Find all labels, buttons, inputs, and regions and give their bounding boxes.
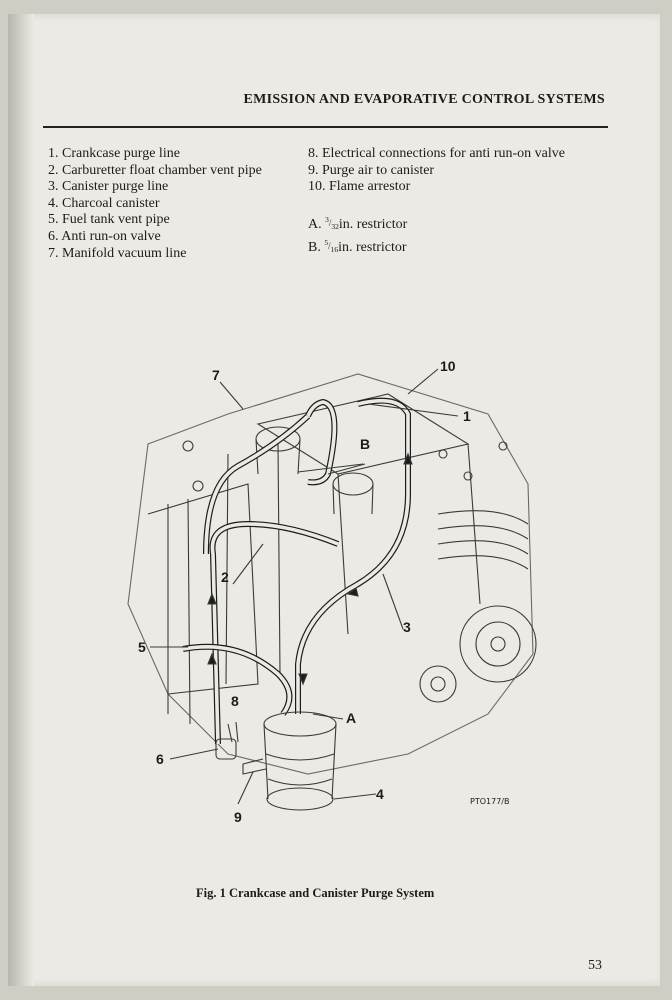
section-title: EMISSION AND EVAPORATIVE CONTROL SYSTEMS xyxy=(243,92,605,107)
page-number: 53 xyxy=(588,958,602,973)
callout-B: B xyxy=(360,436,370,452)
legend-item-8: 8. Electrical connections for anti run-o… xyxy=(308,146,565,161)
callout-6: 6 xyxy=(156,751,164,767)
binding-shadow xyxy=(8,14,34,986)
callout-5: 5 xyxy=(138,639,146,655)
purge-system-diagram: 7 10 1 B 2 3 5 8 A 6 4 9 PTO177/B xyxy=(127,358,537,824)
callout-8: 8 xyxy=(231,693,239,709)
engine-sketch xyxy=(127,368,537,811)
callout-9: 9 xyxy=(234,809,242,824)
figure-caption: Fig. 1 Crankcase and Canister Purge Syst… xyxy=(196,886,435,900)
callout-2: 2 xyxy=(221,569,229,585)
callout-10: 10 xyxy=(440,358,456,374)
legend-item-1: 1. Crankcase purge line xyxy=(48,146,180,161)
legend-restrictor-a: A. 3/32in. restrictor xyxy=(308,214,408,232)
diagram-callouts: 7 10 1 B 2 3 5 8 A 6 4 9 PTO177/B xyxy=(138,358,509,824)
callout-4: 4 xyxy=(376,786,384,802)
header-rule xyxy=(43,126,608,128)
callout-A: A xyxy=(346,710,356,726)
legend-item-3: 3. Canister purge line xyxy=(48,179,169,195)
legend-item-2: 2. Carburetter float chamber vent pipe xyxy=(48,162,262,178)
callout-7: 7 xyxy=(212,367,220,383)
legend-item-7: 7. Manifold vacuum line xyxy=(48,245,187,261)
legend-item-5: 5. Fuel tank vent pipe xyxy=(48,212,170,228)
legend-item-9: 9. Purge air to canister xyxy=(308,162,435,178)
manual-page: EMISSION AND EVAPORATIVE CONTROL SYSTEMS… xyxy=(8,14,660,986)
legend-item-4: 4. Charcoal canister xyxy=(48,195,160,211)
callout-3: 3 xyxy=(403,619,411,635)
legend-right-column: 8. Electrical connections for anti run-o… xyxy=(308,146,565,259)
legend-item-10: 10. Flame arrestor xyxy=(308,179,411,195)
callout-1: 1 xyxy=(463,408,471,424)
legend-restrictor-b: B. 5/16in. restrictor xyxy=(308,238,407,256)
legend-item-6: 6. Anti run-on valve xyxy=(48,228,161,244)
drawing-code: PTO177/B xyxy=(470,797,509,806)
legend-left-column: 1. Crankcase purge line 2. Carburetter f… xyxy=(48,146,262,262)
